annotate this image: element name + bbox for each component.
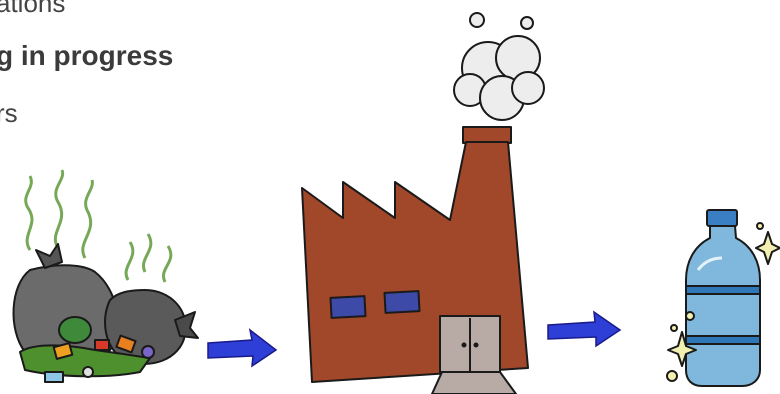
- factory-window: [329, 295, 367, 319]
- garbage-icon: [12, 169, 199, 383]
- bottle-body: [685, 225, 761, 387]
- bullet-line-2-bold: g in progress: [0, 40, 174, 71]
- plastic-bottle-icon: [666, 209, 780, 387]
- bullet-line-1: ations: [0, 0, 66, 18]
- bottle-cap: [706, 209, 738, 227]
- smoke-cloud: [453, 12, 545, 121]
- factory-icon: [301, 12, 545, 394]
- factory-window: [383, 290, 421, 314]
- sparkle-icon: [755, 231, 780, 265]
- arrow-right-icon: [547, 310, 622, 348]
- arrow-right-icon: [207, 328, 278, 368]
- sparkle-icon: [667, 331, 697, 367]
- stink-lines: [24, 169, 173, 283]
- chimney: [462, 126, 512, 144]
- bottle-band: [685, 285, 761, 295]
- bottle-band: [685, 335, 761, 345]
- bullet-line-3: rs: [0, 98, 18, 128]
